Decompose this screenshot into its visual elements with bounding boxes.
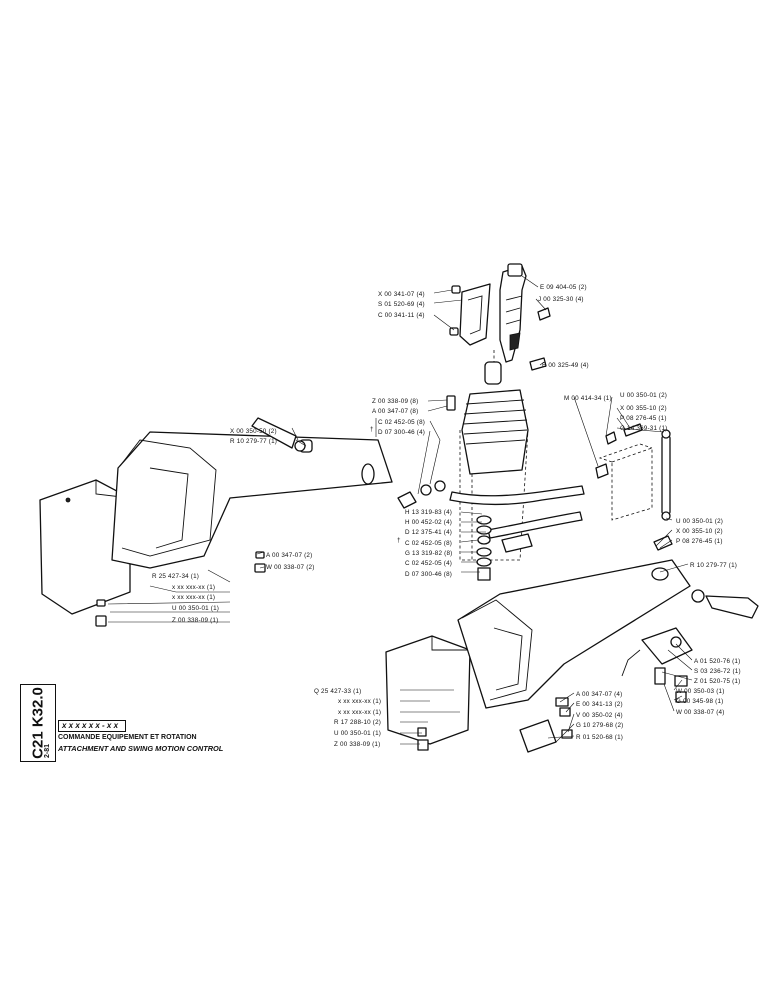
part-callout: C 02 452-05 (8) — [378, 419, 425, 426]
part-callout: U 00 350-01 (2) — [676, 518, 723, 525]
part-callout: X 00 341-07 (4) — [378, 291, 425, 298]
part-callout: Z 00 338-09 (1) — [172, 617, 218, 624]
part-callout: x xx xxx-xx (1) — [172, 594, 215, 601]
part-callout: X 00 350-50 (2) — [230, 428, 277, 435]
part-callout: W 00 338-07 (4) — [676, 709, 725, 716]
part-callout: S 01 520-69 (4) — [378, 301, 425, 308]
title-french: COMMANDE EQUIPEMENT ET ROTATION — [58, 734, 197, 741]
right-console — [385, 559, 759, 753]
part-callout: U 00 350-01 (2) — [620, 392, 667, 399]
joystick-grip-assembly — [449, 263, 551, 372]
part-callout: H 00 452-02 (4) — [405, 519, 452, 526]
part-callout: E 00 341-13 (2) — [576, 701, 623, 708]
part-callout: E 00 325-49 (4) — [542, 362, 589, 369]
dagger-mark: † — [397, 537, 401, 544]
part-callout: U 00 350-01 (1) — [334, 730, 381, 737]
part-callout: M 00 414-34 (1) — [564, 395, 612, 402]
part-callout: R 10 279-77 (1) — [230, 438, 277, 445]
hydraulic-hoses — [397, 480, 585, 581]
part-callout: H 13 319-83 (4) — [405, 509, 452, 516]
part-callout: G 14 369-31 (1) — [620, 425, 667, 432]
callout-labels: X 00 341-07 (4) S 01 520-69 (4) C 00 341-1… — [152, 284, 741, 748]
part-callout: G 10 279-68 (2) — [576, 722, 623, 729]
part-callout: R 17 288-10 (2) — [334, 719, 381, 726]
part-callout: Z 00 338-09 (8) — [372, 398, 418, 405]
part-callout: A 01 520-76 (1) — [694, 658, 740, 665]
part-callout: G 13 319-82 (8) — [405, 550, 452, 557]
part-callout: W 00 338-07 (2) — [266, 564, 315, 571]
page-code-box: C21 K32.0 — [20, 684, 56, 762]
part-callout: R 25 427-34 (1) — [152, 573, 199, 580]
part-callout: E 09 404-05 (2) — [540, 284, 587, 291]
part-callout: x xx xxx-xx (1) — [338, 698, 381, 705]
part-callout: Q 25 427-33 (1) — [314, 688, 361, 695]
part-callout: Z 01 520-75 (1) — [694, 678, 740, 685]
control-column-boot — [446, 361, 529, 561]
part-callout: x xx xxx-xx (1) — [172, 584, 215, 591]
part-callout: C 00 341-11 (4) — [378, 312, 425, 319]
part-callout: Z 00 338-09 (1) — [334, 741, 380, 748]
part-callout: C 02 452-05 (8) — [405, 540, 452, 547]
part-callout: A 00 347-07 (8) — [372, 408, 418, 415]
part-callout: R 10 279-77 (1) — [690, 562, 737, 569]
leader-lines — [107, 275, 693, 745]
part-callout: V 00 350-02 (4) — [576, 712, 623, 719]
part-callout: D 07 300-46 (4) — [378, 429, 425, 436]
part-callout: D 12 375-41 (4) — [405, 529, 452, 536]
revision-date: 2-81 — [44, 743, 51, 758]
left-console — [39, 417, 393, 627]
part-callout: G 00 345-98 (1) — [676, 698, 723, 705]
part-callout: D 07 300-46 (8) — [405, 571, 452, 578]
part-callout: J 00 325-30 (4) — [538, 296, 584, 303]
part-callout: X 00 355-10 (2) — [620, 405, 667, 412]
part-callout: S 03 236-72 (1) — [694, 668, 741, 675]
part-callout: P 08 276-45 (1) — [620, 415, 667, 422]
part-callout: A 00 347-07 (4) — [576, 691, 622, 698]
part-callout: R 01 520-68 (1) — [576, 734, 623, 741]
part-callout: A 00 347-07 (2) — [266, 552, 312, 559]
dagger-mark: † — [370, 426, 374, 433]
part-callout: x xx xxx-xx (1) — [338, 709, 381, 716]
part-callout: W 00 350-03 (1) — [676, 688, 725, 695]
part-callout: P 08 276-45 (1) — [676, 538, 723, 545]
pilot-valve-block — [595, 423, 673, 551]
part-callout: C 02 452-05 (4) — [405, 560, 452, 567]
part-callout: U 00 350-01 (1) — [172, 605, 219, 612]
serial-number-box: x x x x x x - x x — [58, 720, 126, 732]
title-english: ATTACHMENT AND SWING MOTION CONTROL — [58, 744, 224, 753]
part-callout: X 00 355-10 (2) — [676, 528, 723, 535]
